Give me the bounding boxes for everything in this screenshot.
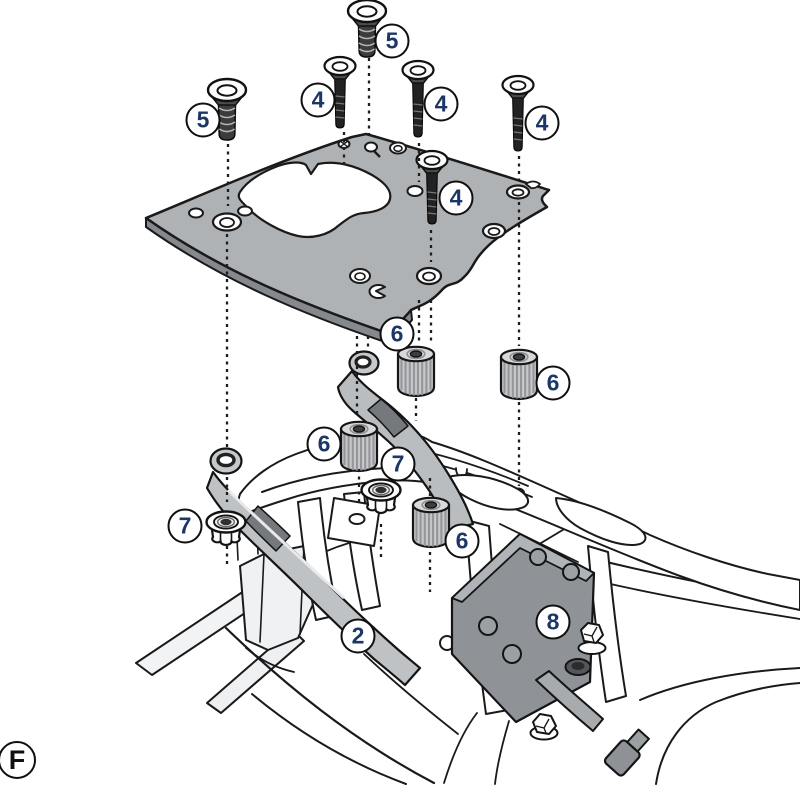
callout-spacer-right: 6 (535, 365, 571, 401)
countersunk-screw-5 (206, 77, 248, 141)
flange-nut (205, 510, 247, 547)
flat-screw-4 (501, 74, 535, 152)
spacer-bushings (339, 345, 539, 549)
callout-nut-right: 7 (380, 446, 416, 482)
callout-spacer-left: 6 (306, 426, 342, 462)
callout-screw-4-a: 4 (300, 82, 336, 118)
callout-screw-4-c: 4 (524, 105, 560, 141)
callout-spacer-bottom: 6 (444, 523, 480, 559)
flat-screw-4 (415, 149, 449, 225)
callout-nut-left: 7 (167, 508, 203, 544)
callout-spacer-top: 6 (379, 316, 415, 352)
spacer-bushing (339, 420, 379, 473)
callout-screw-5-top: 5 (374, 23, 410, 59)
plate-bolt-lower (529, 713, 559, 741)
wiring-connector (535, 670, 650, 777)
spacer-bushing (396, 345, 436, 398)
flange-nut (360, 478, 402, 515)
figure-label: F (0, 741, 36, 779)
callout-electrics-plate: 8 (535, 604, 571, 640)
callout-screw-4-b: 4 (423, 86, 459, 122)
countersunk-screw-5 (346, 0, 388, 58)
spacer-bushing (411, 496, 451, 549)
plate-bolt-upper (577, 622, 607, 655)
plate-holes (188, 139, 541, 299)
flat-screw-4 (401, 59, 435, 138)
screws (206, 0, 535, 225)
mounting-plate (144, 132, 551, 343)
mount-tab (327, 497, 381, 547)
motorcycle-tail (135, 511, 800, 785)
callout-screw-4-d: 4 (438, 180, 474, 216)
flat-screw-4 (323, 55, 357, 129)
turn-signal (135, 545, 319, 714)
alignment-dashed-lines (225, 58, 521, 592)
spacer-bushing (499, 348, 539, 401)
callout-screw-5-left: 5 (185, 102, 221, 138)
electrics-plate (450, 532, 650, 777)
plate-rubber-nut (564, 658, 592, 676)
flange-nuts (205, 478, 402, 547)
callout-bracket-arm: 2 (340, 618, 376, 654)
